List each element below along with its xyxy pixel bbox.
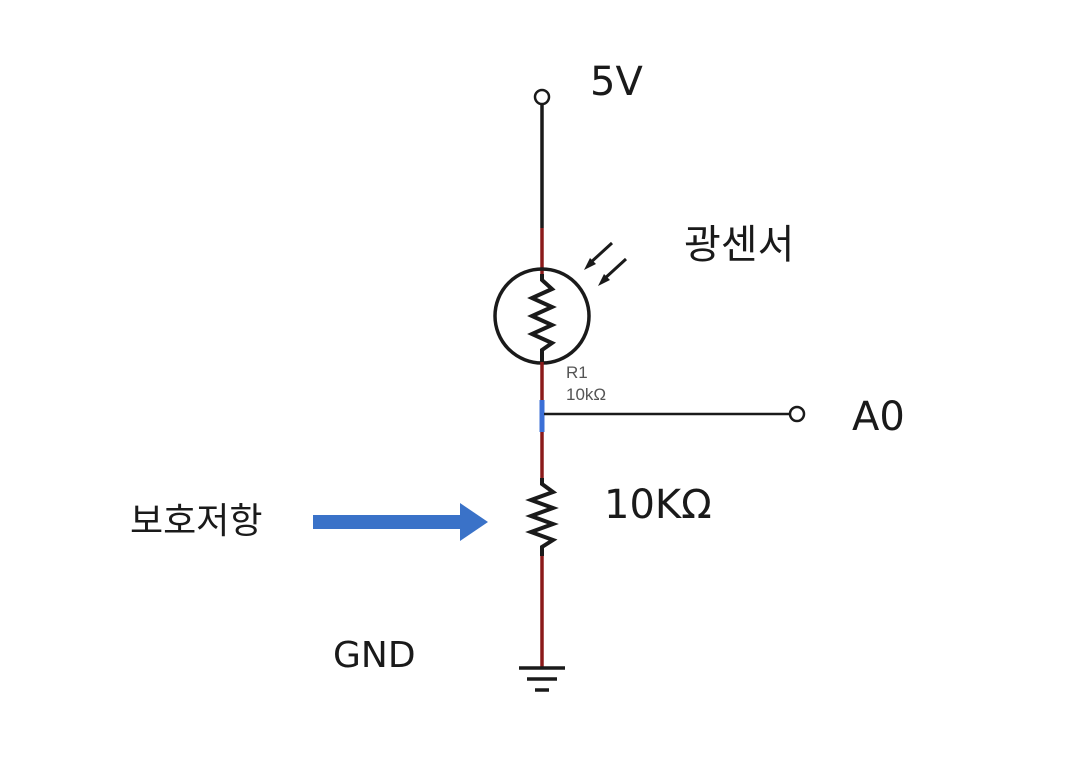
supply-label: 5V bbox=[590, 59, 643, 105]
ground-icon bbox=[519, 666, 565, 692]
arrow-label: 보호저항 bbox=[130, 501, 263, 542]
part-value-label: 10kΩ bbox=[566, 385, 607, 404]
part-ref-label: R1 bbox=[566, 363, 588, 382]
light-arrows-icon bbox=[584, 241, 628, 286]
ground-label: GND bbox=[333, 635, 416, 676]
resistor-label: 10KΩ bbox=[604, 482, 712, 528]
protection-resistor-arrow bbox=[313, 503, 488, 541]
photoresistor-zigzag bbox=[527, 274, 557, 362]
protection-resistor-zigzag bbox=[525, 478, 559, 556]
sensor-label: 광센서 bbox=[684, 222, 795, 268]
5v-terminal bbox=[533, 88, 551, 106]
a0-terminal bbox=[788, 405, 806, 423]
output-label: A0 bbox=[852, 394, 905, 440]
